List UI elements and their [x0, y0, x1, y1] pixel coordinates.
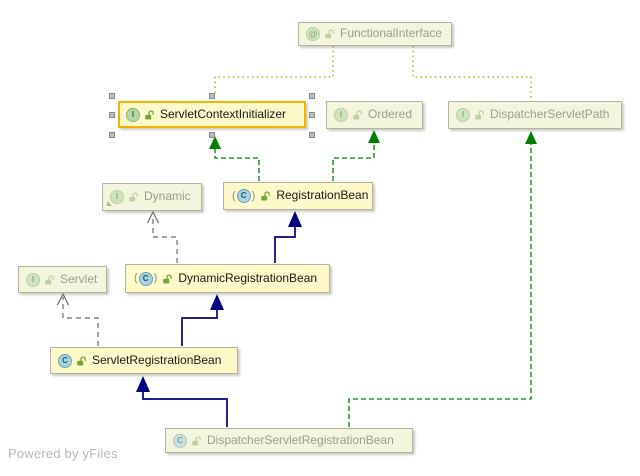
selection-handle[interactable]: [209, 93, 215, 99]
edge-functional-interface-to-servlet-context-initializer[interactable]: [214, 46, 334, 96]
node-functional-interface[interactable]: @ FunctionalInterface: [298, 22, 452, 46]
annotation-icon: @: [306, 27, 320, 41]
inheritance-arrowhead: [288, 211, 302, 227]
public-lock-icon: [44, 274, 55, 286]
node-servlet-context-initializer[interactable]: I ServletContextInitializer: [118, 101, 306, 128]
node-dynamic[interactable]: I Dynamic: [102, 183, 202, 211]
edge-functional-interface-to-dispatcher-servlet-path[interactable]: [412, 46, 532, 100]
public-lock-icon: [352, 109, 363, 121]
node-dynamic-registration-bean[interactable]: (C) DynamicRegistrationBean: [125, 264, 330, 293]
implements_external-arrowhead: [56, 292, 70, 306]
public-lock-icon: [191, 435, 202, 447]
interface-icon: I: [334, 108, 348, 122]
selection-handle[interactable]: [109, 93, 115, 99]
public-lock-icon: [474, 109, 485, 121]
realization-arrowhead: [209, 136, 221, 149]
node-label: ServletRegistrationBean: [92, 352, 222, 367]
interface-icon: I: [126, 107, 140, 122]
node-label: DispatcherServletPath: [490, 107, 610, 121]
edge-dispatcher-servlet-registration-bean-to-dispatcher-servlet-path[interactable]: [348, 144, 532, 427]
edge-dynamic-registration-bean-to-dynamic[interactable]: [152, 215, 178, 263]
node-servlet[interactable]: I Servlet: [18, 266, 107, 293]
implements_external-arrowhead: [146, 210, 160, 224]
public-lock-icon: [324, 28, 335, 40]
realization-arrowhead: [525, 131, 537, 144]
node-label: ServletContextInitializer: [160, 106, 287, 121]
selection-handle[interactable]: [309, 111, 315, 118]
abstract-class-icon: (C): [134, 271, 158, 286]
node-ordered[interactable]: I Ordered: [326, 101, 423, 129]
edge-servlet-registration-bean-to-servlet[interactable]: [62, 297, 99, 346]
public-lock-icon: [144, 109, 155, 121]
edge-dispatcher-servlet-registration-bean-to-servlet-registration-bean[interactable]: [142, 392, 228, 427]
node-label: Servlet: [60, 271, 98, 286]
class-icon: C: [173, 433, 187, 448]
yfiles-watermark: Powered by yFiles: [8, 446, 118, 461]
abstract-class-icon: (C): [232, 189, 256, 203]
edge-dynamic-registration-bean-to-registration-bean[interactable]: [274, 227, 296, 263]
public-lock-icon: [76, 355, 87, 367]
node-label: FunctionalInterface: [340, 26, 443, 40]
node-dispatcher-servlet-path[interactable]: I DispatcherServletPath: [448, 101, 622, 129]
public-lock-icon: [128, 191, 139, 203]
node-label: DynamicRegistrationBean: [178, 270, 318, 285]
selection-handle[interactable]: [209, 132, 215, 138]
interface-icon: I: [26, 272, 40, 287]
nested-type-marker: [107, 201, 112, 206]
node-label: DispatcherServletRegistrationBean: [207, 432, 394, 447]
interface-icon: I: [107, 190, 124, 206]
node-label: Ordered: [368, 107, 413, 121]
inheritance-arrowhead: [136, 376, 150, 392]
selection-handle[interactable]: [309, 132, 315, 138]
node-label: Dynamic: [144, 189, 191, 203]
node-dispatcher-servlet-registration-bean[interactable]: C DispatcherServletRegistrationBean: [165, 428, 413, 453]
realization-arrowhead: [368, 130, 380, 143]
node-servlet-registration-bean[interactable]: C ServletRegistrationBean: [50, 347, 238, 374]
selection-handle[interactable]: [109, 111, 115, 118]
class-icon: C: [58, 353, 72, 368]
public-lock-icon: [260, 190, 271, 202]
edge-servlet-registration-bean-to-dynamic-registration-bean[interactable]: [181, 310, 218, 346]
edge-registration-bean-to-ordered[interactable]: [332, 143, 375, 181]
node-label: RegistrationBean: [276, 188, 369, 202]
selection-handle[interactable]: [109, 132, 115, 138]
edge-registration-bean-to-servlet-context-initializer[interactable]: [214, 149, 260, 181]
interface-icon: I: [456, 108, 470, 122]
public-lock-icon: [162, 273, 173, 285]
inheritance-arrowhead: [210, 294, 224, 310]
node-registration-bean[interactable]: (C) RegistrationBean: [223, 182, 373, 210]
selection-handle[interactable]: [309, 93, 315, 99]
